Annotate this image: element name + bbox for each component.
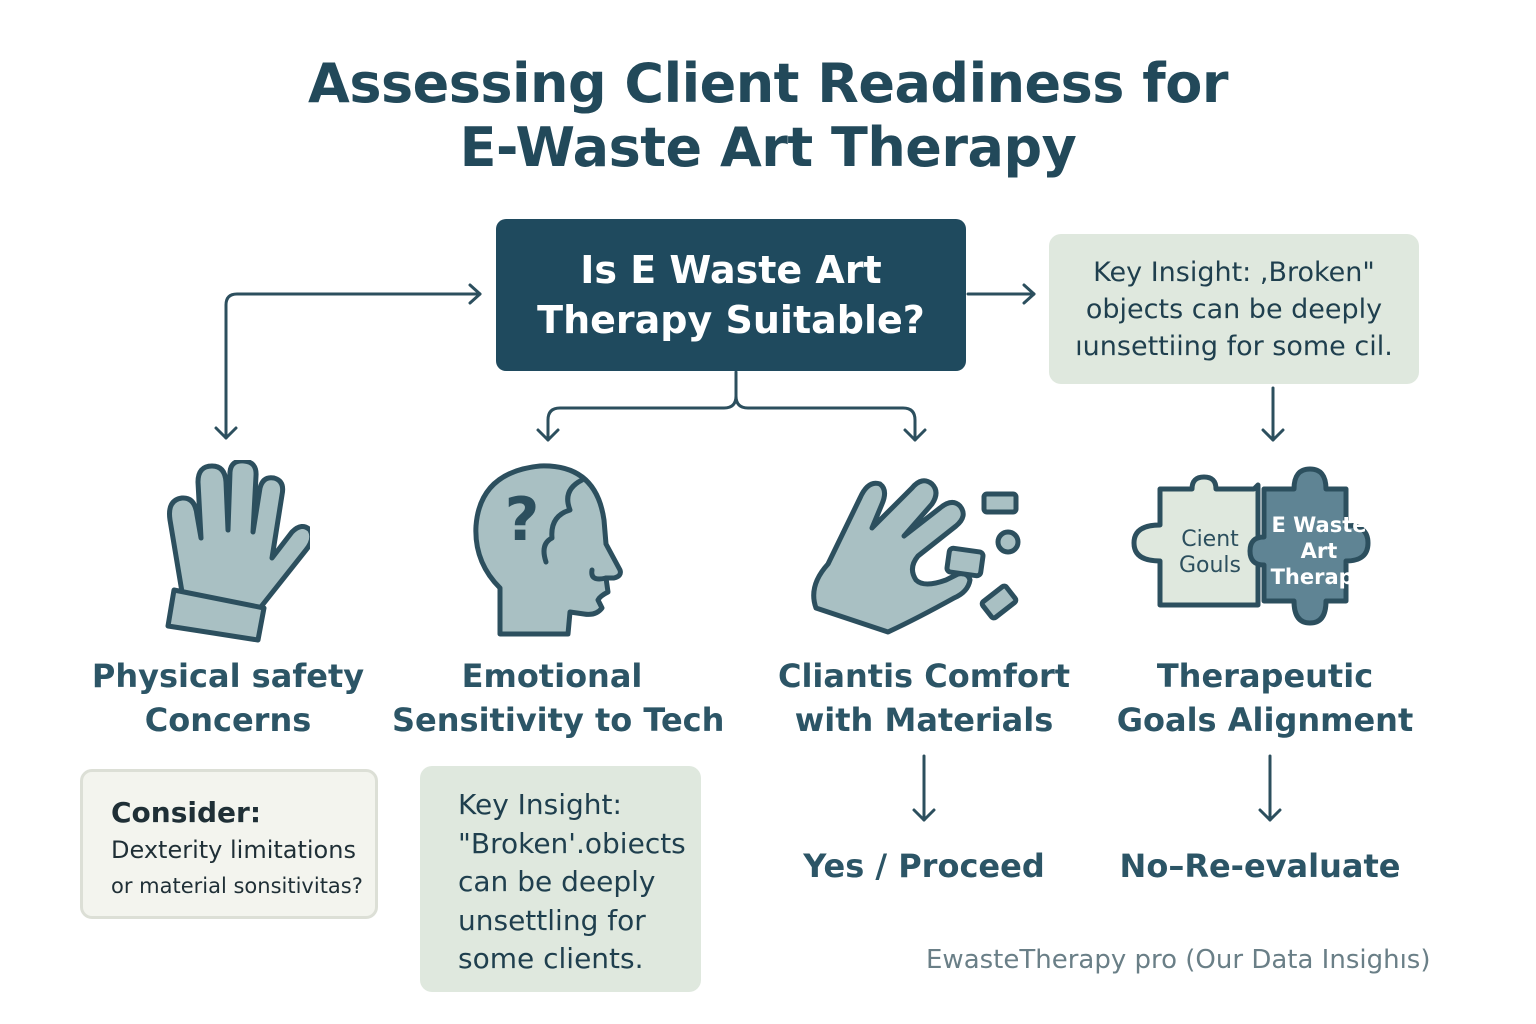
hand-materials-icon	[811, 478, 1021, 635]
insight-bottom-line-3: can be deeply	[458, 865, 656, 898]
insight-bottom-line-1: Key Insight:	[458, 788, 622, 821]
glove-icon	[165, 460, 310, 643]
title-line-1: Assessing Client Readiness for	[308, 52, 1228, 115]
insight-bottom-line-4: unsettling for	[458, 903, 646, 937]
puzzle-piece-right	[1247, 466, 1371, 626]
decision-box: Is E Waste Art Therapy Suitable?	[496, 219, 966, 371]
title-line-2: E-Waste Art Therapy	[459, 116, 1077, 179]
puzzle-right-line-1: E Waste	[1271, 513, 1367, 537]
category-3-line-1: Cliantis Comfort	[777, 657, 1071, 695]
consider-line-2: or material sonsitivitas?	[111, 874, 363, 898]
category-1-line-1: Physical safety	[91, 657, 365, 695]
consider-heading: Consider:	[111, 796, 262, 829]
puzzle-left-line-1: Cient	[1181, 527, 1239, 552]
category-2-line-1: Emotional	[461, 657, 643, 695]
category-label-physical: Physical safety Concerns	[78, 654, 378, 742]
category-label-emotional: Emotional Sensitivity to Tech	[392, 654, 725, 742]
puzzle-right-line-2: Art	[1300, 539, 1338, 563]
category-label-comfort: Cliantis Comfort with Materials	[774, 654, 1074, 742]
outcome-no: No–Re-evaluate	[1119, 847, 1401, 885]
arrow-to-decision	[224, 292, 482, 440]
puzzle-left-line-2: Gouls	[1178, 553, 1242, 578]
question-mark: ?	[505, 485, 540, 555]
category-3-line-2: with Materials	[794, 701, 1054, 739]
puzzle-right-line-3: Therapy	[1270, 565, 1368, 589]
decision-line-2: Therapy Suitable?	[537, 298, 925, 342]
puzzle-right-label: E Waste Art Therapy	[1262, 512, 1376, 590]
category-2-line-2: Sensitivity to Tech	[392, 701, 725, 739]
insight-top-line-3: ıunsettiing for some cil.	[1075, 330, 1393, 362]
key-insight-bottom: Key Insight: "Broken'.obiects can be dee…	[420, 766, 701, 992]
category-4-line-2: Goals Alignment	[1116, 701, 1414, 739]
insight-bottom-line-5: some clients.	[458, 942, 644, 975]
arrow-branch	[546, 370, 917, 442]
category-1-line-2: Concerns	[144, 701, 312, 739]
insight-top-line-2: objects can be deeply	[1085, 293, 1383, 325]
footer-credit: EwasteTherapy pro (Our Data Insighıs)	[926, 945, 1431, 975]
outcome-yes: Yes / Proceed	[803, 847, 1045, 885]
page-title: Assessing Client Readiness for E-Waste A…	[0, 52, 1536, 180]
consider-line-1: Dexterity limitations	[111, 836, 356, 864]
category-label-goals: Therapeutic Goals Alignment	[1115, 654, 1415, 742]
head-question-icon: ?	[473, 463, 623, 637]
category-4-line-1: Therapeutic	[1156, 657, 1374, 695]
key-insight-top: Key Insight: ,Broken" objects can be dee…	[1049, 234, 1419, 384]
consider-box: Consider: Dexterity limitations or mater…	[80, 769, 378, 919]
insight-bottom-line-2: "Broken'.obiects	[458, 826, 686, 860]
puzzle-left-label: Cient Gouls	[1160, 527, 1260, 579]
puzzle-icon	[1131, 466, 1371, 626]
decision-line-1: Is E Waste Art	[580, 248, 882, 292]
insight-top-line-1: Key Insight: ,Broken"	[1093, 256, 1375, 288]
